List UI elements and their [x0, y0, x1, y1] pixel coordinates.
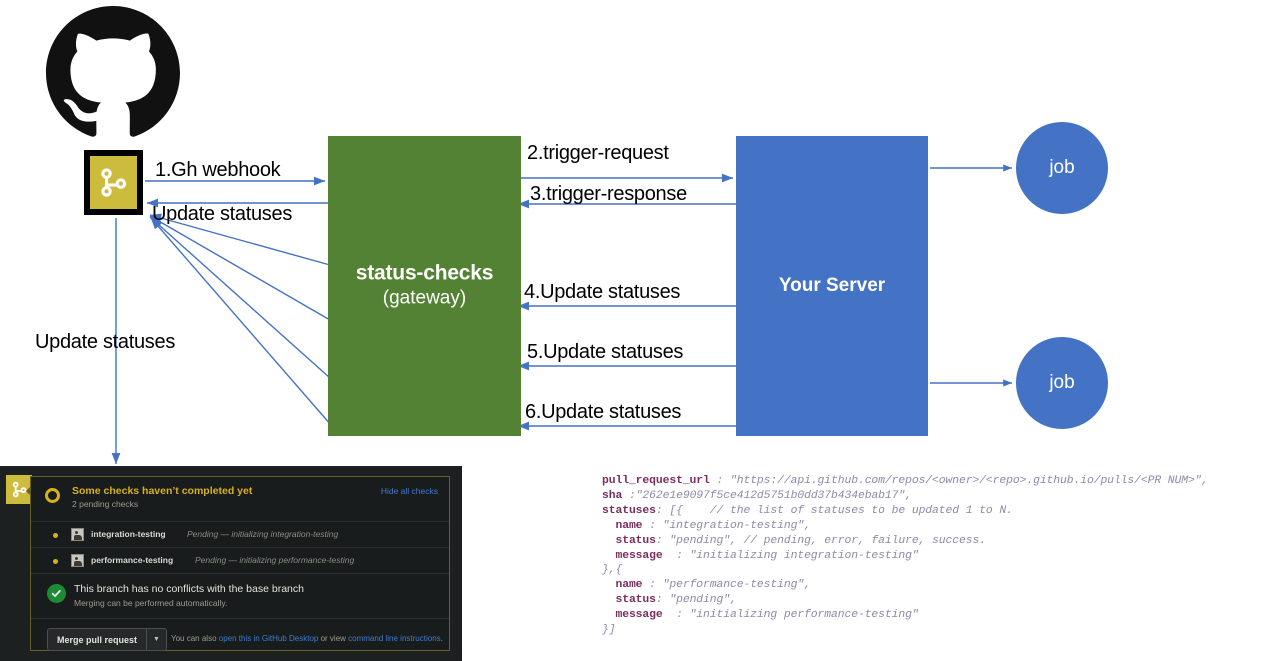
- arrow-label-5: 5.Update statuses: [527, 341, 684, 363]
- conflict-title: This branch has no conflicts with the ba…: [74, 583, 304, 595]
- app-avatar-icon: [71, 528, 84, 541]
- code-line: name : "integration-testing",: [602, 519, 1208, 534]
- checks-card: Some checks haven’t completed yet 2 pend…: [30, 476, 450, 651]
- code-line: }]: [602, 623, 1208, 638]
- code-line: message : "initializing performance-test…: [602, 608, 1208, 623]
- code-value: : "pending",: [655, 594, 737, 607]
- command-line-instructions-link[interactable]: command line instructions: [348, 634, 441, 643]
- code-key: status: [602, 534, 656, 547]
- code-line: },{: [602, 563, 1208, 578]
- checks-header-title: Some checks haven’t completed yet: [72, 485, 253, 497]
- job-node-2: job: [1016, 337, 1108, 429]
- checks-footer: Merge pull request ▼ You can also open t…: [31, 618, 449, 660]
- merge-conflict-status: This branch has no conflicts with the ba…: [31, 573, 449, 618]
- check-name: performance-testing: [91, 555, 174, 565]
- pending-ring-icon: [45, 488, 60, 503]
- code-line: sha :"262e1e9097f5ce412d5751b0dd37b434eb…: [602, 489, 1208, 504]
- job-node-1: job: [1016, 122, 1108, 214]
- code-value: },{: [602, 564, 623, 577]
- checks-header-subtitle: 2 pending checks: [72, 499, 139, 509]
- code-key: pull_request_url: [602, 475, 710, 487]
- footer-text-3: .: [440, 634, 443, 643]
- merge-button-label: Merge pull request: [57, 634, 138, 645]
- code-line: message : "initializing integration-test…: [602, 549, 1208, 564]
- your-server-box: Your Server: [736, 136, 928, 436]
- arrow-label-6: 6.Update statuses: [525, 401, 682, 423]
- github-octocat-logo: [38, 6, 188, 140]
- code-key: message: [602, 609, 663, 622]
- footer-help-text: You can also open this in GitHub Desktop…: [171, 634, 443, 643]
- server-title: Your Server: [778, 275, 886, 296]
- status-payload-code-block: pull_request_url : "https://api.github.c…: [602, 474, 1208, 638]
- job-label: job: [1049, 372, 1075, 393]
- code-line: status: "pending", // pending, error, fa…: [602, 534, 1208, 549]
- arrow-label-1: 1.Gh webhook: [155, 159, 281, 181]
- footer-text-2: or view: [318, 634, 349, 643]
- code-line: pull_request_url : "https://api.github.c…: [602, 474, 1208, 489]
- code-value: : "performance-testing",: [642, 579, 811, 592]
- status-checks-gateway-box: status-checks (gateway): [328, 136, 521, 436]
- footer-text-1: You can also: [171, 634, 219, 643]
- code-line: statuses: [{ // the list of statuses to …: [602, 504, 1208, 519]
- code-key: name: [602, 519, 643, 532]
- job-label: job: [1049, 157, 1075, 178]
- pending-dot-icon: [53, 533, 58, 538]
- code-value: : "initializing integration-testing": [662, 549, 919, 562]
- arrow-label-4: 4.Update statuses: [524, 281, 681, 303]
- app-avatar-icon: [71, 554, 84, 567]
- github-desktop-link[interactable]: open this in GitHub Desktop: [218, 634, 319, 643]
- code-value: : [{ // the list of statuses to be updat…: [655, 504, 1013, 517]
- code-value: }]: [602, 624, 616, 637]
- git-branch-badge: [84, 150, 143, 215]
- green-check-icon: [47, 584, 66, 603]
- code-value: : "pending", // pending, error, failure,…: [655, 534, 986, 547]
- arrow-label-update-statuses-github: Update statuses: [152, 203, 293, 225]
- code-key: message: [602, 549, 663, 562]
- arrow-label-update-statuses-down: Update statuses: [35, 331, 176, 353]
- code-key: statuses: [602, 504, 656, 517]
- chevron-down-icon[interactable]: ▼: [146, 629, 166, 650]
- code-value: :"262e1e9097f5ce412d5751b0dd37b434ebab17…: [622, 489, 912, 502]
- git-branch-icon: [90, 156, 137, 209]
- check-status: Pending — initializing integration-testi…: [187, 529, 339, 539]
- check-row[interactable]: performance-testing Pending — initializi…: [31, 547, 449, 573]
- arrow-label-2: 2.trigger-request: [527, 142, 669, 164]
- check-name: integration-testing: [91, 529, 166, 539]
- checks-header: Some checks haven’t completed yet 2 pend…: [31, 477, 449, 521]
- code-key: status: [602, 594, 656, 607]
- callout-tip: [26, 484, 33, 498]
- pending-dot-icon: [53, 559, 58, 564]
- check-row[interactable]: integration-testing Pending — initializi…: [31, 521, 449, 547]
- code-key: name: [602, 579, 643, 592]
- hide-all-checks-link[interactable]: Hide all checks: [380, 486, 438, 496]
- code-value: : "integration-testing",: [642, 519, 811, 532]
- gateway-subtitle: (gateway): [382, 287, 467, 309]
- gateway-title: status-checks: [355, 261, 494, 285]
- merge-pull-request-button[interactable]: Merge pull request ▼: [47, 628, 168, 651]
- code-line: status: "pending",: [602, 593, 1208, 608]
- pull-request-checks-panel: Some checks haven’t completed yet 2 pend…: [0, 466, 462, 661]
- code-value: : "https://api.github.com/repos/<owner>/…: [709, 475, 1209, 487]
- conflict-subtitle: Merging can be performed automatically.: [74, 598, 228, 608]
- code-value: : "initializing performance-testing": [662, 609, 919, 622]
- check-status: Pending — initializing performance-testi…: [195, 555, 355, 565]
- code-line: name : "performance-testing",: [602, 578, 1208, 593]
- code-key: sha: [602, 489, 623, 502]
- arrow-label-3: 3.trigger-response: [530, 183, 687, 205]
